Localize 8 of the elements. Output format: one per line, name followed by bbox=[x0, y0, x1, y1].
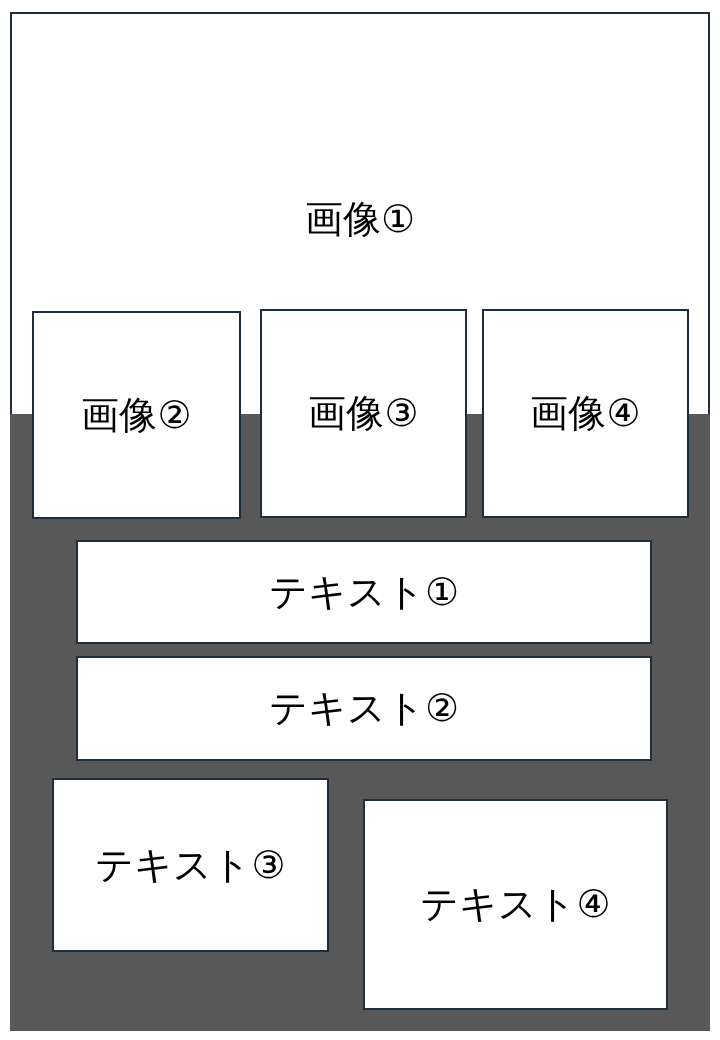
placeholder-box: 画像③ bbox=[260, 309, 467, 518]
placeholder-box: テキスト① bbox=[76, 540, 652, 644]
placeholder-box: テキスト② bbox=[76, 656, 652, 761]
placeholder-box: 画像① bbox=[10, 12, 710, 309]
placeholder-box: テキスト④ bbox=[363, 799, 668, 1010]
placeholder-box: 画像② bbox=[32, 311, 241, 519]
placeholder-box: テキスト③ bbox=[52, 778, 329, 952]
placeholder-box: 画像④ bbox=[482, 309, 689, 518]
